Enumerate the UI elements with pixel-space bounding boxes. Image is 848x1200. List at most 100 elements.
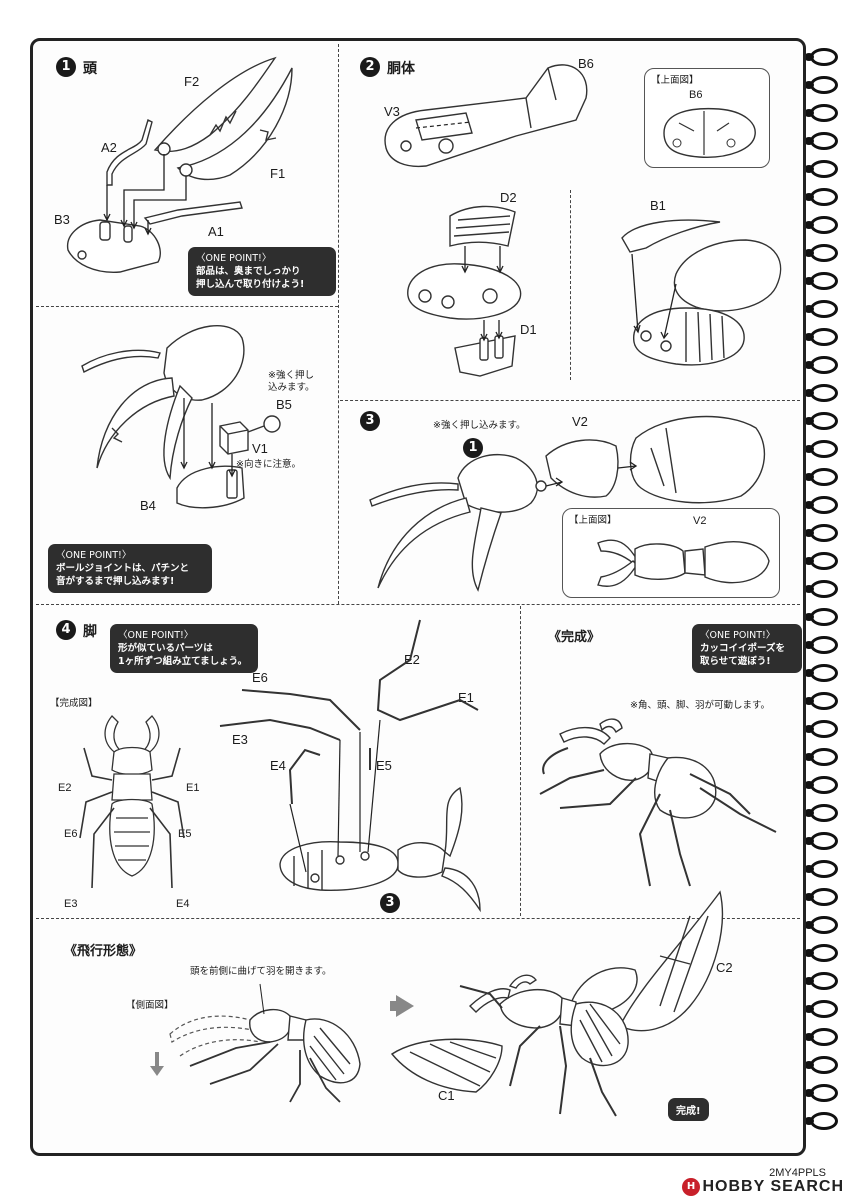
label-v3: V3: [384, 104, 400, 119]
step4-number: 4: [56, 620, 76, 640]
top-view-title: 【上面図】: [651, 75, 699, 86]
binding-ring: [804, 860, 838, 878]
step2-number: 2: [360, 57, 380, 77]
binding-ring: [804, 804, 838, 822]
complete-title: 《完成》: [548, 630, 601, 645]
binding-ring: [804, 1112, 838, 1130]
complete-view-title: 【完成図】: [50, 698, 98, 709]
step2-thorax-illustration: [400, 196, 550, 386]
onepoint-line: 音がするまで押し込みます!: [56, 576, 175, 587]
binding-ring: [804, 328, 838, 346]
divider-step2-sub: [570, 190, 571, 380]
right-arrow-icon: [396, 995, 414, 1017]
step1-title: 頭: [83, 61, 97, 77]
label-b1: B1: [650, 198, 666, 213]
step3-top-view-frame: 【上面図】 V2: [562, 508, 780, 598]
step1-number: 1: [56, 57, 76, 77]
binding-ring: [804, 356, 838, 374]
binding-ring: [804, 132, 838, 150]
binding-ring: [804, 552, 838, 570]
step4-onepoint-callout: 〈ONE POINT!〉 形が似ているパーツは 1ヶ所ずつ組み立てましょう。: [110, 624, 258, 673]
step1-head-assembly-illustration: [72, 318, 312, 528]
divider-horizontal-mid: [36, 604, 800, 605]
divider-step1-sub: [36, 306, 338, 307]
onepoint-line: 形が似ているパーツは: [118, 643, 213, 654]
binding-ring: [804, 888, 838, 906]
complete-onepoint-callout: 〈ONE POINT!〉 カッコイイポーズを 取らせて遊ぼう!: [692, 624, 802, 673]
label-e5: E5: [376, 758, 392, 773]
binding-ring: [804, 1000, 838, 1018]
divider-vertical-top: [338, 44, 339, 604]
cv-label-e6: E6: [64, 828, 78, 840]
binding-ring: [804, 636, 838, 654]
cv-label-e2: E2: [58, 782, 72, 794]
label-f1: F1: [270, 166, 286, 181]
step1-onepoint-ball-callout: 〈ONE POINT!〉 ボールジョイントは、パチンと 音がするまで押し込みます…: [48, 544, 212, 593]
binding-ring: [804, 76, 838, 94]
binding-ring: [804, 524, 838, 542]
flight-title: 《飛行形態》: [64, 944, 143, 959]
step3-number: 3: [360, 411, 380, 431]
label-v2: V2: [572, 414, 588, 429]
label-f2: F2: [184, 74, 200, 89]
onepoint-line: 部品は、奥までしっかり: [196, 266, 301, 277]
binding-ring: [804, 216, 838, 234]
side-view-title: 【側面図】: [126, 1000, 174, 1011]
binding-ring: [804, 1084, 838, 1102]
divider-horizontal-flight: [36, 918, 800, 919]
down-arrow-stem: [155, 1052, 159, 1068]
label-a1: A1: [208, 224, 224, 239]
top-view-label-b6: B6: [689, 89, 703, 101]
binding-ring: [804, 832, 838, 850]
binding-ring: [804, 300, 838, 318]
label-e4: E4: [270, 758, 286, 773]
onepoint-line: 押し込んで取り付けよう!: [196, 279, 305, 290]
binding-ring: [804, 412, 838, 430]
onepoint-line: カッコイイポーズを: [700, 643, 786, 654]
binding-ring: [804, 580, 838, 598]
product-code: 2MY4PPLS: [769, 1167, 826, 1179]
onepoint-line: ボールジョイントは、パチンと: [56, 563, 190, 574]
binding-ring: [804, 384, 838, 402]
brand-logo-icon: H: [682, 1178, 700, 1196]
binding-ring: [804, 720, 838, 738]
onepoint-line: 1ヶ所ずつ組み立てましょう。: [118, 656, 248, 667]
cv-label-e1: E1: [186, 782, 200, 794]
step2-body-illustration: [376, 58, 596, 178]
complete-view-beetle-illustration: [72, 708, 192, 904]
flight-note: 頭を前側に曲げて羽を開きます。: [190, 966, 332, 977]
step4-ref-body-number: 3: [380, 893, 400, 913]
binding-ring: [804, 244, 838, 262]
binding-ring: [804, 972, 838, 990]
beetle-top-view-illustration: [593, 529, 773, 593]
complete-beetle-illustration: [540, 714, 780, 894]
binding-ring: [804, 188, 838, 206]
binding-ring: [804, 160, 838, 178]
onepoint-line: 取らせて遊ぼう!: [700, 656, 771, 667]
done-tag: 完成!: [668, 1098, 709, 1121]
step4-legs-illustration: [210, 620, 510, 910]
binding-ring: [804, 916, 838, 934]
divider-horizontal-step3: [340, 400, 800, 401]
note-line: ※強く押し: [268, 370, 314, 381]
label-b6: B6: [578, 56, 594, 71]
binding-ring: [804, 272, 838, 290]
complete-note: ※角、頭、脚、羽が可動します。: [630, 700, 771, 711]
binding-ring: [804, 496, 838, 514]
step1-parts-illustration: [60, 50, 320, 290]
step1-note-push: ※強く押し 込みます。: [268, 370, 315, 394]
binding-ring: [804, 468, 838, 486]
step1-note-direction: ※向きに注意。: [236, 459, 301, 470]
binding-ring: [804, 608, 838, 626]
cv-label-e4: E4: [176, 898, 190, 910]
step1-onepoint-callout: 〈ONE POINT!〉 部品は、奥までしっかり 押し込んで取り付けよう!: [188, 247, 336, 296]
label-c2: C2: [716, 960, 733, 975]
binding-ring: [804, 104, 838, 122]
top-view-label-v2: V2: [693, 515, 707, 527]
label-b3: B3: [54, 212, 70, 227]
flight-side-view-illustration: [160, 984, 370, 1104]
binding-ring: [804, 692, 838, 710]
label-e6: E6: [252, 670, 268, 685]
label-e2: E2: [404, 652, 420, 667]
binding-ring: [804, 944, 838, 962]
